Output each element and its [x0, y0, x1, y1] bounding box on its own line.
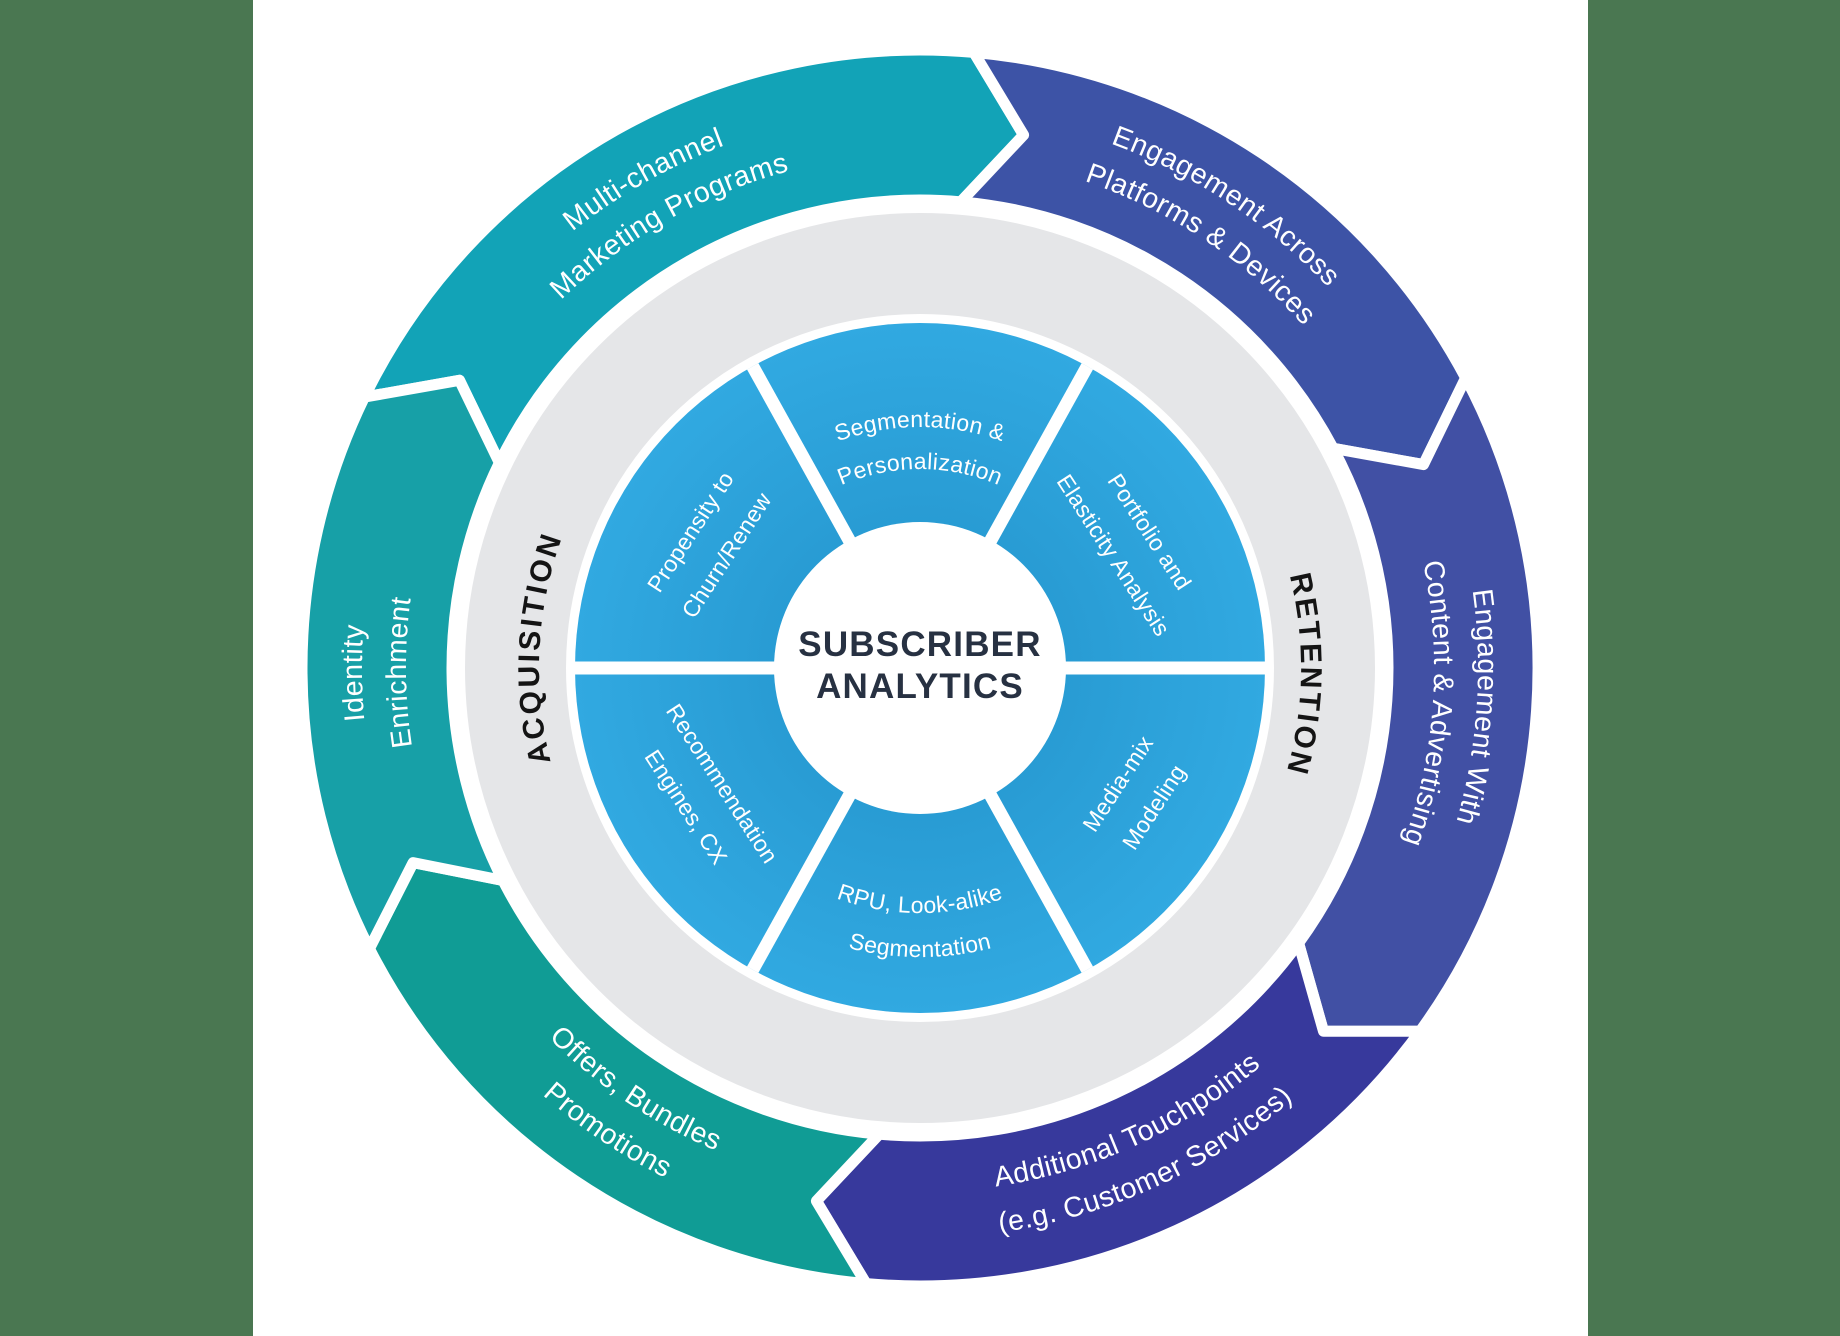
outer-label-identity-enrichment-line1-text: Identity: [337, 623, 371, 723]
middle-gray-ring: [465, 213, 1375, 1123]
outer-segment-identity-enrichment: [296, 374, 509, 955]
center-title-line1: SUBSCRIBER: [798, 625, 1041, 664]
center-title-line2: ANALYTICS: [816, 667, 1024, 706]
right-green-panel: [1588, 0, 1840, 1336]
center-circle: [774, 522, 1066, 814]
left-green-panel: [0, 0, 253, 1336]
outer-label-identity-enrichment-line1: Identity: [337, 623, 371, 723]
outer-ring: [296, 44, 1544, 1292]
